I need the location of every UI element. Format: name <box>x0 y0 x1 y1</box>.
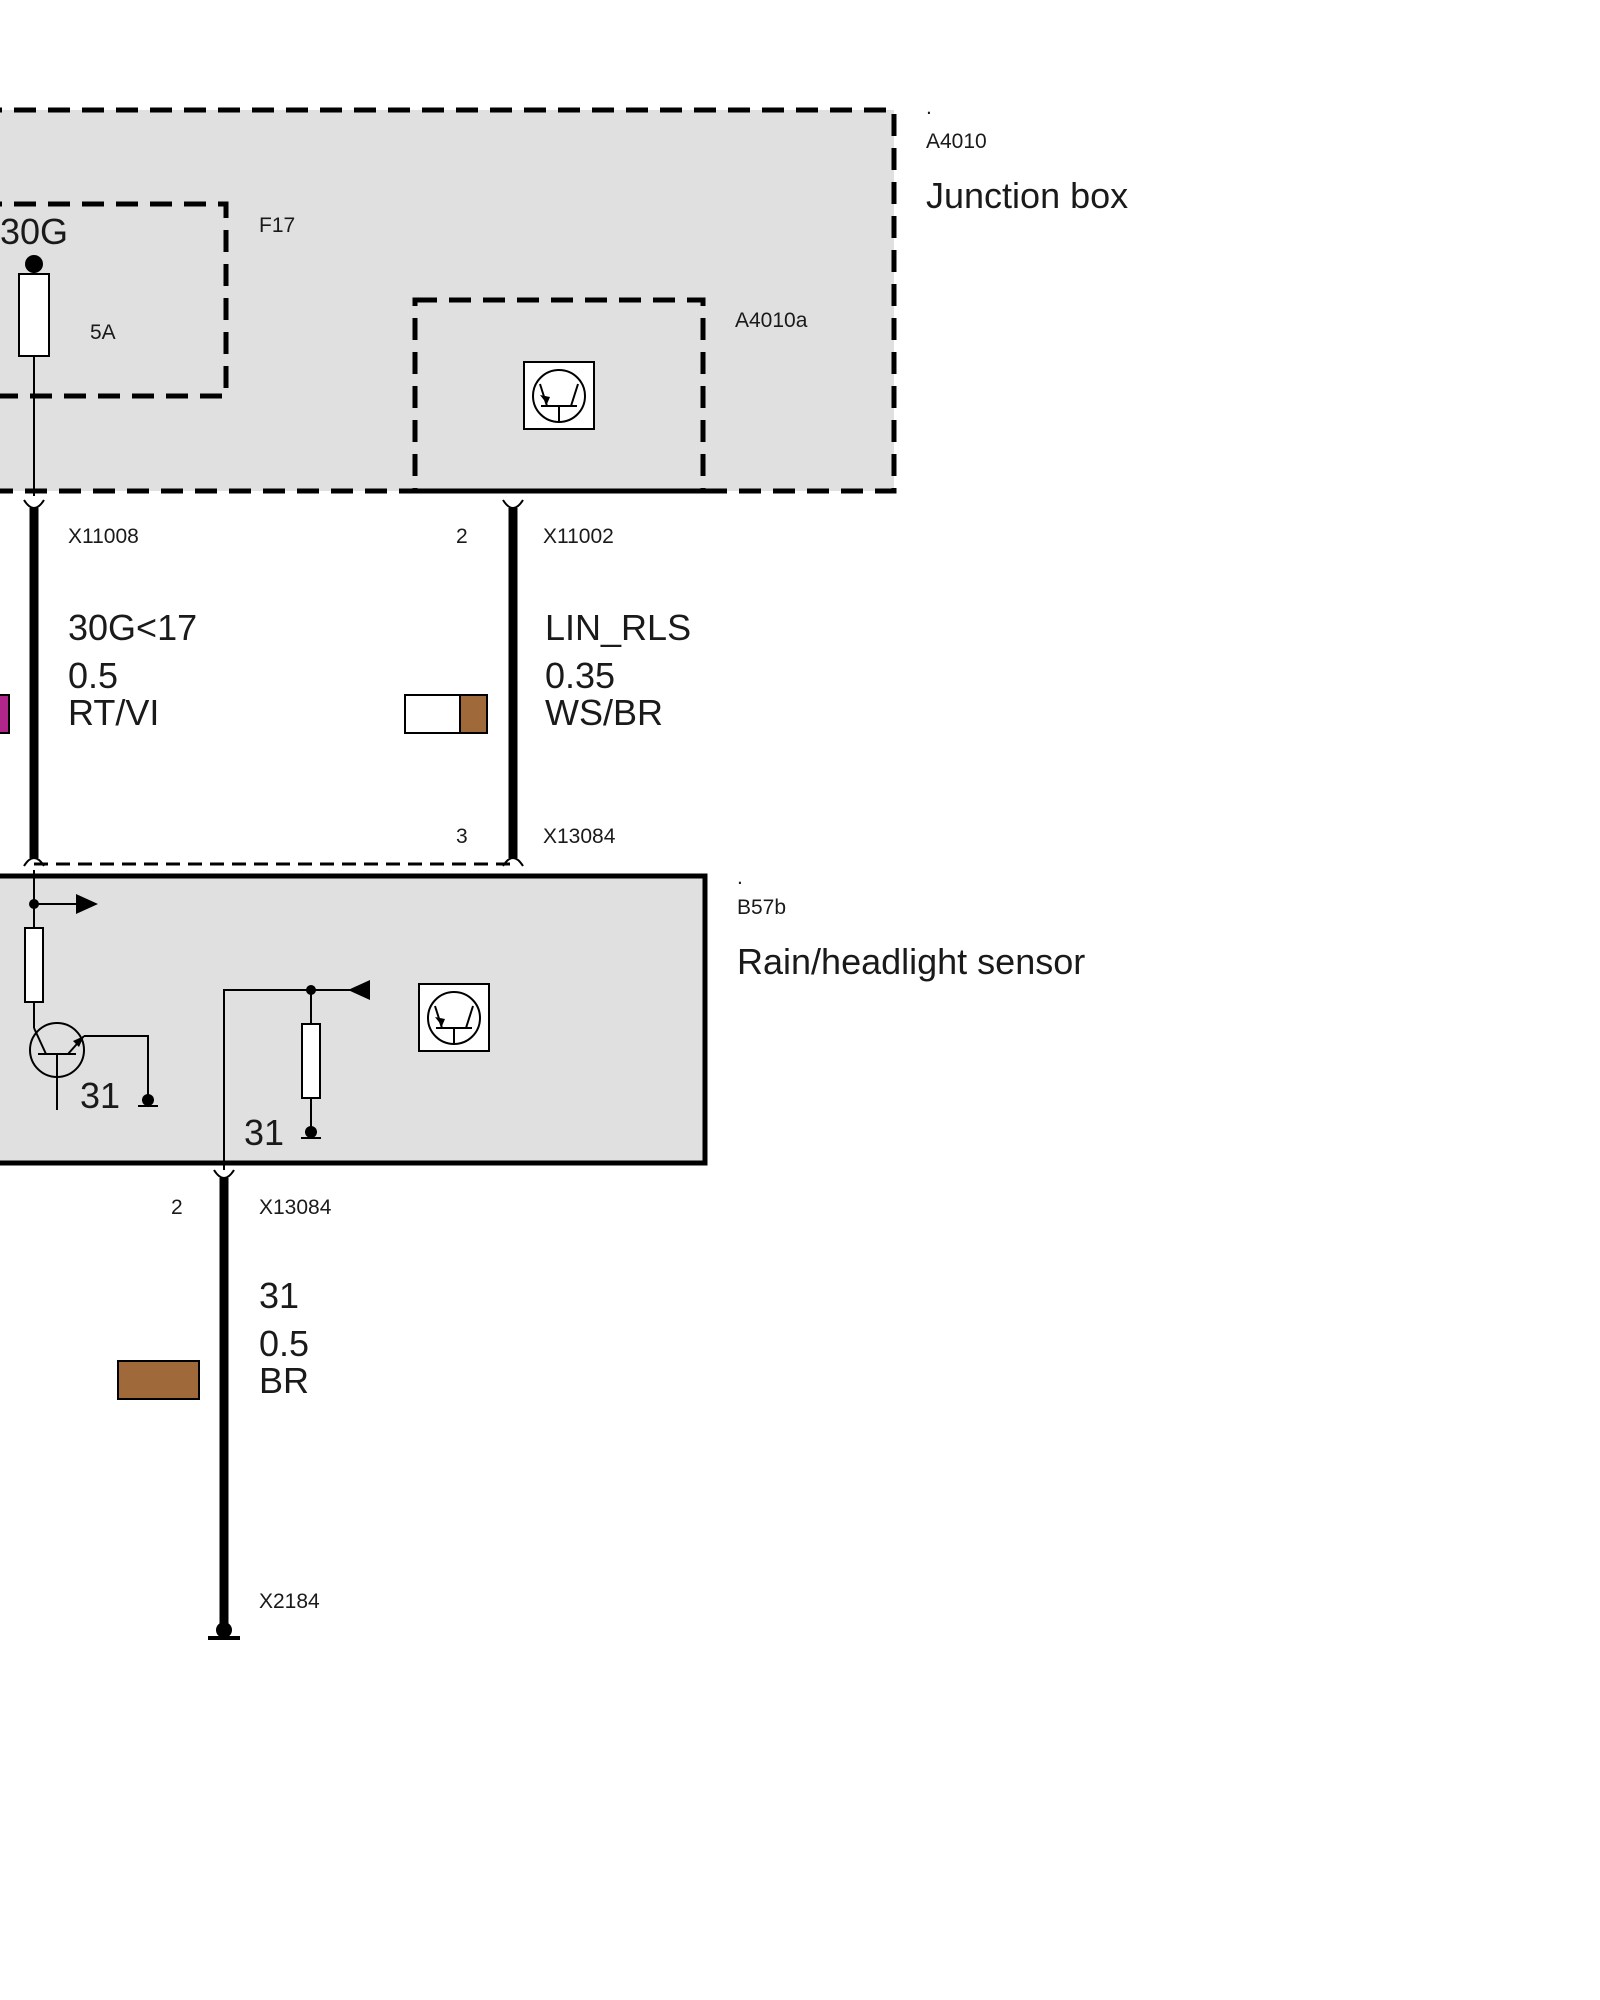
module-outline <box>412 297 706 494</box>
module-a4010a: A4010a <box>412 297 808 494</box>
sensor-ground-wire <box>223 989 340 1170</box>
sensor-output-arrow-icon <box>76 894 98 914</box>
wire-30g-signal: 30G<17 <box>68 607 197 648</box>
sensor-ground-label-2: 31 <box>244 1112 284 1153</box>
sensor-dot: . <box>737 866 743 889</box>
sensor-module-icon-arrow <box>435 1017 445 1026</box>
connector-x13084-top-id: X13084 <box>543 825 616 848</box>
wire-31: 31 0.5 BR <box>117 1169 309 1640</box>
fuse-id: F17 <box>259 214 295 237</box>
wire-30g-color-code: RT/VI <box>68 692 159 733</box>
sensor-transistor-arrow <box>73 1036 84 1047</box>
wire-30g-color-swatch <box>0 694 10 734</box>
connector-x13084-bottom-pin: 2 <box>171 1196 183 1219</box>
sensor-transistor-collector <box>33 1027 47 1055</box>
fuse-rating: 5A <box>90 321 116 344</box>
wire-lin-rls-swatch-stripe <box>459 694 488 734</box>
connector-x11008-id: X11008 <box>68 525 139 548</box>
connector-x2184-id: X2184 <box>259 1590 320 1613</box>
junction-box-dot: . <box>926 96 932 119</box>
sensor-ground-dot-1 <box>142 1094 154 1106</box>
sensor-transistor-symbol <box>29 1022 158 1110</box>
sensor-resistor-1 <box>24 927 44 1003</box>
wire-lin-rls-signal: LIN_RLS <box>545 607 691 648</box>
sensor-input-arrow-icon <box>348 980 370 1000</box>
wire-30g: 30G<17 0.5 RT/VI <box>0 499 197 867</box>
transistor-icon-emitter <box>570 383 579 407</box>
junction-box-name: Junction box <box>926 175 1128 216</box>
wire-31-signal: 31 <box>259 1275 299 1316</box>
connector-x11002-pin: 2 <box>456 525 468 548</box>
wire-31-color-swatch <box>117 1360 200 1400</box>
sensor-ground-label-1: 31 <box>80 1075 120 1116</box>
wire-30g-connector-top <box>23 499 45 509</box>
transistor-icon-arrow <box>540 395 550 404</box>
sensor-transistor-ground-lead <box>84 1035 149 1100</box>
fuse-f17: 30G F17 5A <box>0 201 295 496</box>
wire-31-color-code: BR <box>259 1360 309 1401</box>
wire-31-ground-dot <box>216 1622 232 1638</box>
fuse-terminal-label: 30G <box>0 211 68 252</box>
wire-lin-rls-gauge: 0.35 <box>545 655 615 696</box>
wire-30g-gauge: 0.5 <box>68 655 118 696</box>
sensor-resistor-2 <box>301 1023 321 1099</box>
sensor-module-icon-emitter <box>465 1005 474 1029</box>
sensor-module-icon <box>418 983 490 1052</box>
junction-box-id: A4010 <box>926 130 987 153</box>
connector-x13084-top-pin: 3 <box>456 825 468 848</box>
wire-lin-rls-swatch-base <box>404 694 461 734</box>
connector-x11002-id: X11002 <box>543 525 614 548</box>
wire-lin-rls: LIN_RLS 0.35 WS/BR <box>404 499 691 867</box>
junction-box-outline <box>0 107 897 494</box>
rain-headlight-sensor: . B57b Rain/headlight sensor 31 <box>0 866 1085 1170</box>
junction-box: . A4010 Junction box 30G F17 5A A4010a <box>0 96 1128 496</box>
module-id: A4010a <box>735 309 808 332</box>
fuse-icon <box>18 273 50 357</box>
transistor-icon <box>523 361 595 430</box>
sensor-name: Rain/headlight sensor <box>737 941 1085 982</box>
fuse-outline <box>0 201 229 399</box>
wire-lin-rls-connector-top <box>502 499 524 509</box>
wire-lin-rls-color-code: WS/BR <box>545 692 663 733</box>
sensor-id: B57b <box>737 896 786 919</box>
sensor-outline <box>0 873 708 1166</box>
sensor-ground-dot-2 <box>305 1126 317 1138</box>
connector-x13084-bottom-id: X13084 <box>259 1196 332 1219</box>
wire-31-gauge: 0.5 <box>259 1323 309 1364</box>
wire-31-connector-top <box>213 1169 235 1179</box>
